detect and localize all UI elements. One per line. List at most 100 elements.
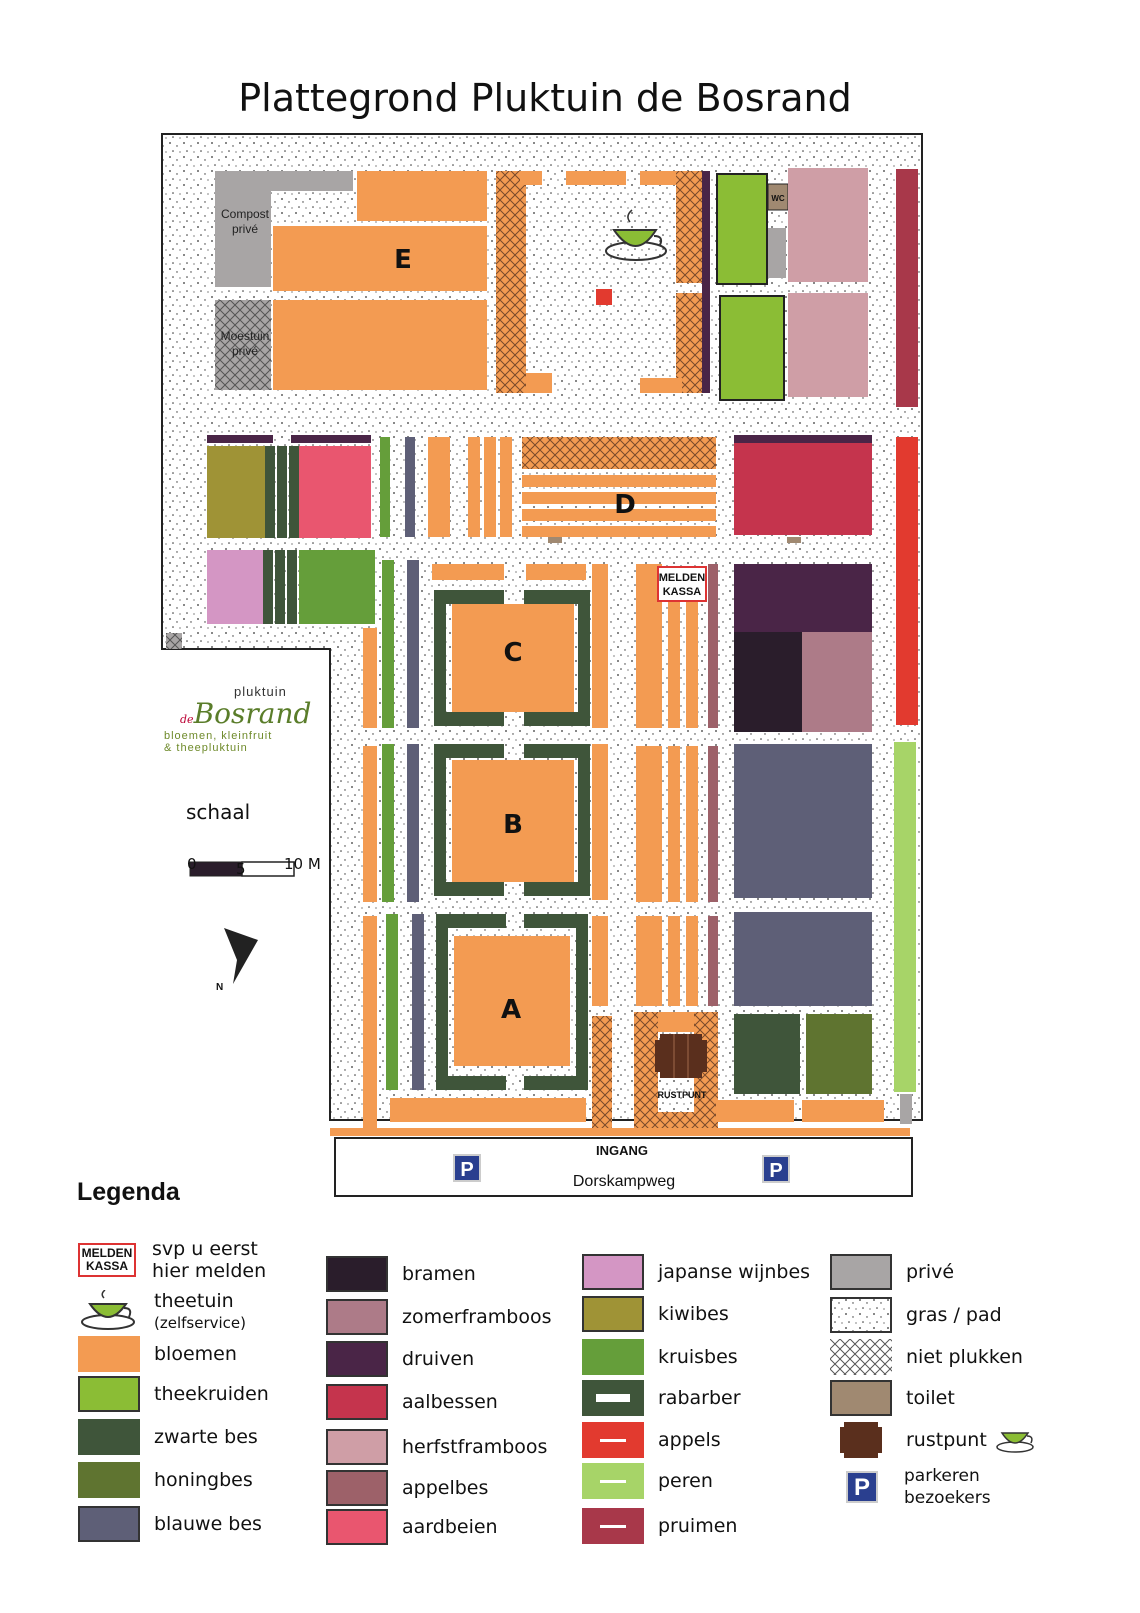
legend-item-appelbes: appelbes bbox=[326, 1466, 488, 1510]
blueberry-row bbox=[407, 744, 419, 902]
legend-item-gras-pad: gras / pad bbox=[830, 1293, 1002, 1337]
blueberry-row bbox=[407, 560, 419, 728]
swatch bbox=[326, 1256, 388, 1292]
moestuin-label: Moestuin privé bbox=[221, 329, 270, 358]
flower-row bbox=[668, 916, 680, 1006]
bench bbox=[548, 537, 562, 543]
compost-label: Compost privé bbox=[221, 207, 269, 236]
swatch bbox=[78, 1336, 140, 1372]
prive-strip bbox=[900, 1094, 912, 1124]
grape-strip bbox=[207, 435, 273, 443]
flower-border bbox=[330, 1128, 910, 1136]
flower-row bbox=[686, 916, 698, 1006]
flower-row bbox=[522, 526, 716, 537]
rhubarb-frame-b bbox=[434, 744, 590, 896]
flower-row bbox=[432, 564, 504, 580]
swatch bbox=[78, 1419, 140, 1455]
tea-garden-icon bbox=[605, 209, 667, 261]
no-pick-strip bbox=[522, 437, 716, 469]
melden-line2: KASSA bbox=[663, 586, 702, 598]
no-pick-strip bbox=[592, 1016, 612, 1128]
blackcurrant-row bbox=[287, 550, 297, 624]
redcurrant-bed bbox=[734, 443, 872, 535]
swatch bbox=[326, 1384, 388, 1420]
road-label: Dorskampweg bbox=[573, 1173, 675, 1190]
legend-item-appels: appels bbox=[582, 1418, 721, 1462]
kiwibes-bed bbox=[207, 446, 265, 538]
autumn-raspberry-bed bbox=[788, 168, 868, 282]
flower-row bbox=[686, 600, 698, 728]
grape-strip bbox=[734, 435, 872, 443]
map-title: Plattegrond Pluktuin de Bosrand bbox=[238, 76, 852, 120]
swatch bbox=[326, 1429, 388, 1465]
scale-tick-10: 10 M bbox=[284, 855, 321, 873]
grape-strip bbox=[702, 171, 710, 393]
prive-corner bbox=[166, 633, 182, 649]
flower-row bbox=[592, 916, 608, 1006]
gooseberry-row bbox=[382, 560, 394, 728]
swatch bbox=[830, 1339, 892, 1375]
legend-item-bloemen: bloemen bbox=[78, 1332, 237, 1376]
flower-row bbox=[500, 437, 512, 537]
flower-bed bbox=[273, 300, 487, 390]
legend-item-japanse-wijnbes: japanse wijnbes bbox=[582, 1250, 810, 1294]
tea-cup-icon bbox=[996, 1432, 1034, 1453]
plot-a bbox=[454, 936, 570, 1066]
swatch bbox=[582, 1380, 644, 1416]
pear-row bbox=[894, 742, 916, 1092]
compost-area bbox=[215, 171, 271, 287]
road-dorskampweg bbox=[334, 1137, 913, 1197]
scale-bar bbox=[189, 861, 295, 877]
blueberry-row bbox=[412, 914, 424, 1090]
flower-row bbox=[592, 744, 608, 900]
tea-herbs-bed bbox=[719, 295, 785, 401]
blackcurrant-row bbox=[263, 550, 273, 624]
rustpunt-label: RUSTPUNT bbox=[658, 1090, 708, 1100]
scale-tick-5: 5 bbox=[236, 860, 246, 878]
swatch bbox=[78, 1506, 140, 1542]
plot-c bbox=[452, 604, 574, 712]
legend-item-aalbessen: aalbessen bbox=[326, 1380, 498, 1424]
svg-text:P: P bbox=[769, 1160, 782, 1182]
appelbes-row bbox=[708, 916, 718, 1006]
flower-bed bbox=[520, 171, 542, 185]
blackcurrant-row bbox=[277, 446, 287, 538]
flower-bed bbox=[526, 373, 552, 393]
legend-item-zomerframboos: zomerframboos bbox=[326, 1295, 551, 1339]
plot-label-b: B bbox=[503, 810, 523, 840]
gooseberry-row bbox=[380, 437, 390, 537]
north-arrow: N bbox=[216, 928, 258, 993]
bench bbox=[787, 537, 801, 543]
appelbes-row bbox=[708, 564, 718, 728]
flower-bed-e bbox=[273, 226, 487, 291]
legend-item-honingbes: honingbes bbox=[78, 1458, 253, 1502]
blueberry-bed bbox=[734, 744, 872, 898]
rhubarb-frame-c bbox=[434, 590, 590, 726]
legend-item-aardbeien: aardbeien bbox=[326, 1505, 498, 1549]
flower-row bbox=[522, 509, 716, 521]
flower-bed bbox=[357, 171, 487, 221]
flower-row bbox=[428, 437, 450, 537]
swatch bbox=[582, 1254, 644, 1290]
logo-main-text: deBosrand bbox=[180, 697, 312, 730]
apple-tree bbox=[596, 289, 612, 305]
parking-icon: P bbox=[846, 1471, 878, 1503]
legend-item-kruisbes: kruisbes bbox=[582, 1335, 738, 1379]
honeyberry-bed bbox=[806, 1014, 872, 1094]
swatch bbox=[326, 1509, 388, 1545]
grape-strip bbox=[291, 435, 371, 443]
grape-bed bbox=[734, 564, 872, 632]
melden-line1: MELDEN bbox=[659, 572, 706, 584]
swatch bbox=[78, 1376, 140, 1412]
flower-row bbox=[686, 746, 698, 902]
flower-row bbox=[522, 492, 716, 504]
moestuin-area bbox=[215, 300, 271, 390]
legend-item-theekruiden: theekruiden bbox=[78, 1372, 269, 1416]
legend-item-pruimen: pruimen bbox=[582, 1504, 737, 1548]
svg-text:P: P bbox=[460, 1159, 473, 1181]
plot-label-a: A bbox=[501, 995, 521, 1025]
flower-row bbox=[363, 916, 377, 1132]
flower-row bbox=[363, 746, 377, 902]
